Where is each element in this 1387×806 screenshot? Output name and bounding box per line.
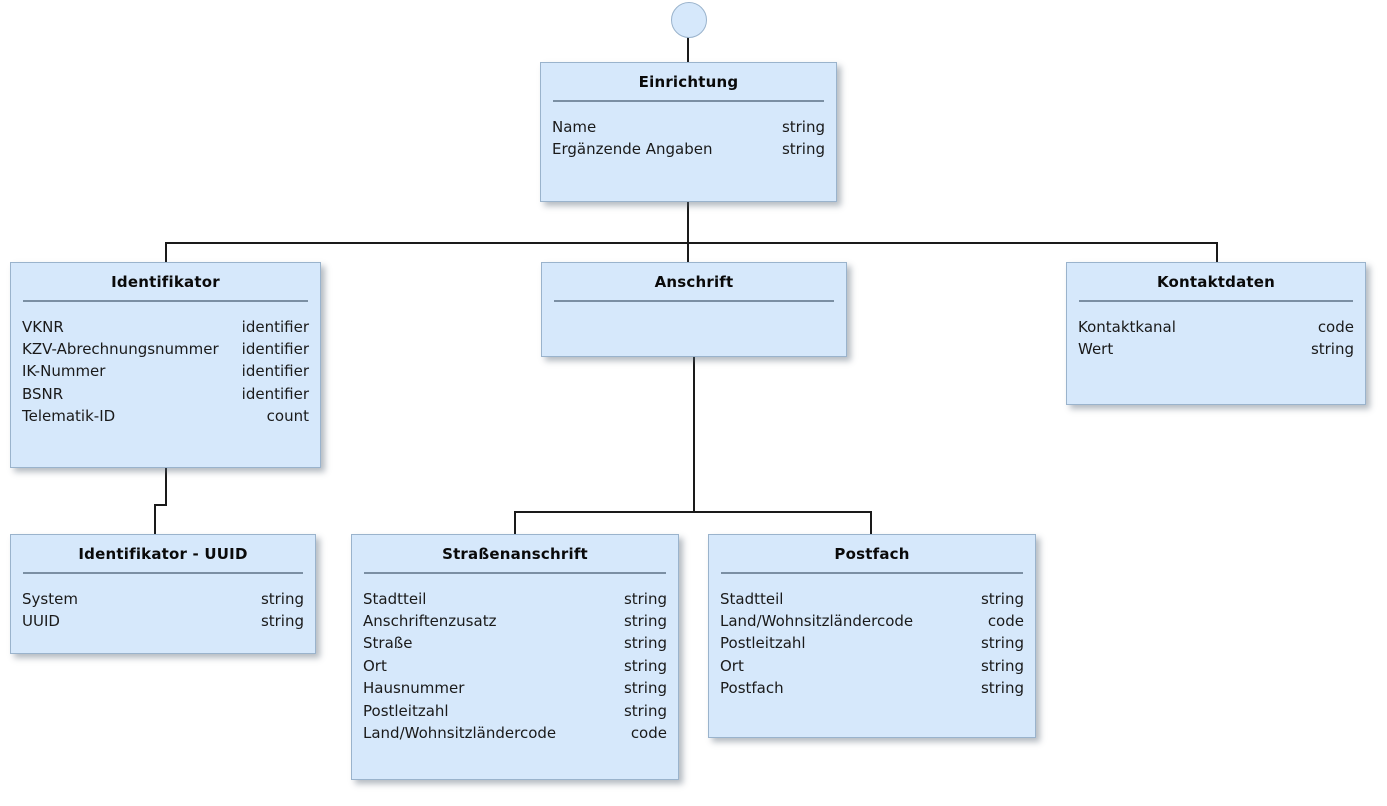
attribute-name: Kontaktkanal: [1078, 317, 1176, 336]
attribute-row: Kontaktkanal code: [1078, 316, 1354, 338]
class-separator: [23, 299, 308, 302]
attribute-row: KZV-Abrechnungsnummer identifier: [22, 338, 309, 360]
attribute-name: Name: [552, 117, 597, 136]
attribute-name: Anschriftenzusatz: [363, 611, 497, 630]
attribute-type: string: [623, 701, 667, 720]
attribute-name: Straße: [363, 634, 413, 653]
class-title-strassenanschrift: Straßenanschrift: [442, 545, 588, 563]
attribute-row: Telematik-ID count: [22, 405, 309, 427]
attribute-row: Stadtteil string: [720, 588, 1024, 610]
attribute-type: string: [260, 589, 304, 608]
attribute-type: identifier: [241, 339, 309, 358]
attribute-row: Postleitzahl string: [720, 632, 1024, 654]
class-title-einrichtung: Einrichtung: [638, 73, 739, 91]
attribute-row: Name string: [552, 116, 825, 138]
class-separator: [364, 571, 666, 574]
attribute-name: Hausnummer: [363, 679, 465, 698]
attribute-name: Postfach: [720, 679, 784, 698]
attribute-row: System string: [22, 588, 304, 610]
attribute-name: Postleitzahl: [363, 701, 449, 720]
attribute-name: Land/Wohnsitzländercode: [720, 611, 914, 630]
class-attributes-anschrift: [542, 302, 846, 338]
class-title-anschrift: Anschrift: [654, 273, 734, 291]
attribute-type: string: [623, 589, 667, 608]
attribute-row: Anschriftenzusatz string: [363, 610, 667, 632]
class-separator: [23, 571, 303, 574]
attribute-type: string: [1310, 339, 1354, 358]
attribute-type: string: [623, 656, 667, 675]
attribute-name: Telematik-ID: [22, 407, 116, 426]
attribute-row: Land/Wohnsitzländercode code: [363, 722, 667, 744]
attribute-row: Ort string: [363, 655, 667, 677]
attribute-name: Stadtteil: [720, 589, 784, 608]
initial-node-circle: [671, 2, 707, 38]
attribute-type: string: [980, 634, 1024, 653]
attribute-type: code: [987, 611, 1024, 630]
attribute-row: Postleitzahl string: [363, 700, 667, 722]
attribute-name: Wert: [1078, 339, 1114, 358]
attribute-name: BSNR: [22, 384, 64, 403]
class-title-identifikator-uuid: Identifikator - UUID: [78, 545, 248, 563]
class-box-anschrift[interactable]: Anschrift: [541, 262, 847, 357]
attribute-name: Stadtteil: [363, 589, 427, 608]
attribute-type: code: [630, 723, 667, 742]
attribute-row: Land/Wohnsitzländercode code: [720, 610, 1024, 632]
class-separator: [721, 571, 1023, 574]
attribute-type: string: [623, 611, 667, 630]
attribute-row: Postfach string: [720, 677, 1024, 699]
attribute-row: Stadtteil string: [363, 588, 667, 610]
attribute-name: Ort: [363, 656, 387, 675]
attribute-name: Land/Wohnsitzländercode: [363, 723, 557, 742]
attribute-name: Ort: [720, 656, 744, 675]
attribute-row: UUID string: [22, 610, 304, 632]
attribute-type: string: [781, 117, 825, 136]
attribute-type: string: [980, 679, 1024, 698]
attribute-row: VKNR identifier: [22, 316, 309, 338]
attribute-type: string: [781, 139, 825, 158]
attribute-type: count: [266, 407, 309, 426]
class-title-identifikator: Identifikator: [111, 273, 220, 291]
attribute-type: identifier: [241, 362, 309, 381]
attribute-row: Straße string: [363, 632, 667, 654]
class-separator: [1079, 299, 1353, 302]
attribute-row: Wert string: [1078, 338, 1354, 360]
attribute-row: Hausnummer string: [363, 677, 667, 699]
class-separator: [554, 299, 834, 302]
attribute-name: Ergänzende Angaben: [552, 139, 713, 158]
attribute-name: KZV-Abrechnungsnummer: [22, 339, 219, 358]
attribute-row: Ort string: [720, 655, 1024, 677]
attribute-name: Postleitzahl: [720, 634, 806, 653]
wire-identifikator-to-uuid: [153, 468, 168, 534]
attribute-row: Ergänzende Angaben string: [552, 138, 825, 160]
attribute-type: string: [980, 589, 1024, 608]
attribute-type: string: [623, 634, 667, 653]
attribute-name: UUID: [22, 611, 60, 630]
attribute-type: code: [1317, 317, 1354, 336]
class-separator: [553, 99, 824, 102]
attribute-type: string: [623, 679, 667, 698]
attribute-name: IK-Nummer: [22, 362, 106, 381]
attribute-row: BSNR identifier: [22, 383, 309, 405]
attribute-row: IK-Nummer identifier: [22, 360, 309, 382]
class-title-kontaktdaten: Kontaktdaten: [1156, 273, 1276, 291]
attribute-type: string: [260, 611, 304, 630]
attribute-name: System: [22, 589, 78, 608]
attribute-name: VKNR: [22, 317, 64, 336]
attribute-type: string: [980, 656, 1024, 675]
class-title-postfach: Postfach: [834, 545, 910, 563]
attribute-type: identifier: [241, 317, 309, 336]
attribute-type: identifier: [241, 384, 309, 403]
